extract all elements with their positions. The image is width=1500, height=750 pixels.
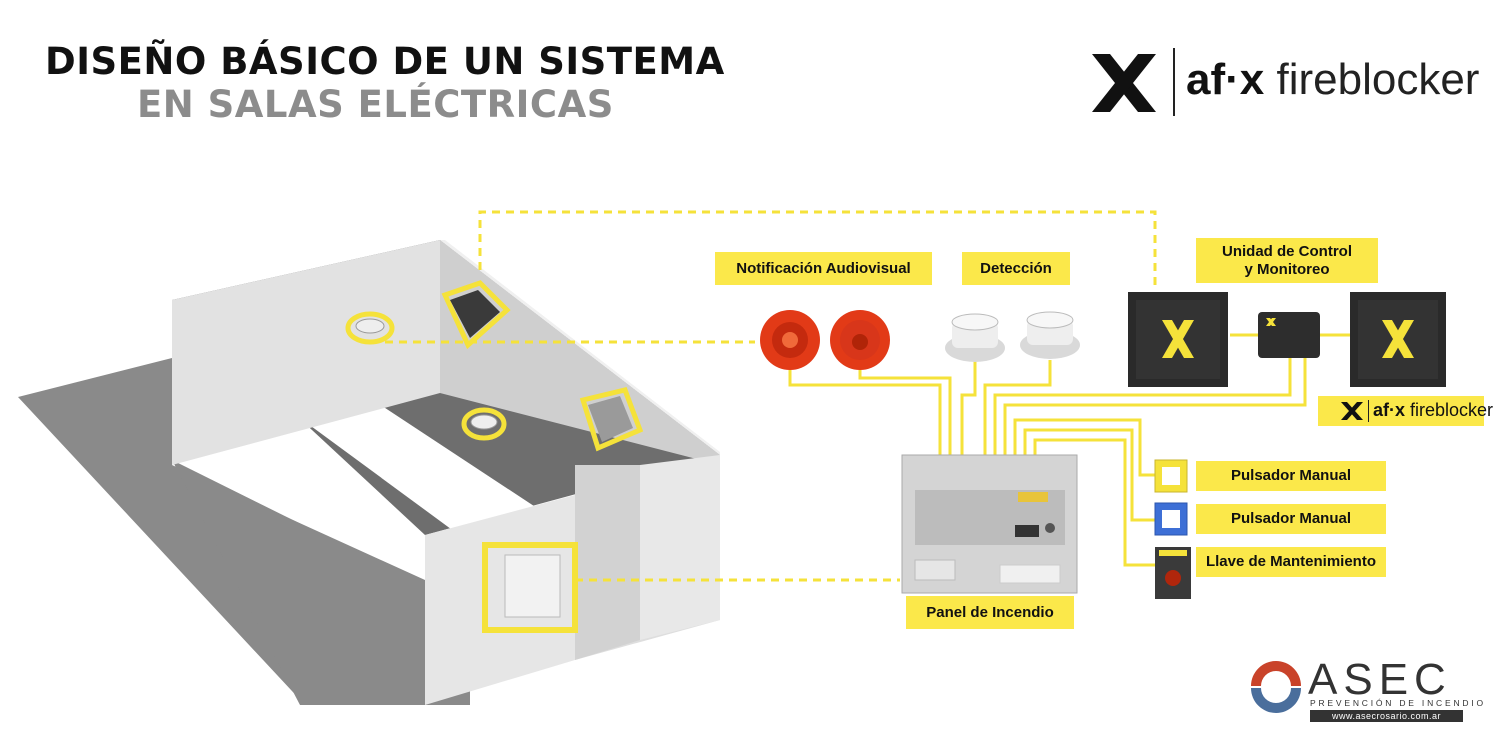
room-floor-opening — [300, 398, 540, 532]
smoke-detector-2 — [1020, 311, 1080, 359]
label-maintenance-key: Llave de Mantenimiento — [1196, 547, 1386, 577]
asec-url: www.asecrosario.com.ar — [1310, 710, 1463, 722]
control-unit — [1258, 312, 1320, 358]
label-fire-panel: Panel de Incendio — [906, 596, 1074, 629]
asec-name: ASEC — [1308, 655, 1452, 704]
label-manual-call-point-1: Pulsador Manual — [1196, 461, 1386, 491]
wire-manual-1 — [1013, 418, 1155, 477]
siren-1 — [760, 310, 820, 370]
room-detector-1 — [345, 311, 395, 345]
wire-siren-1 — [788, 365, 942, 455]
siren-2 — [830, 310, 890, 370]
label-manual-call-point-2: Pulsador Manual — [1196, 504, 1386, 534]
wire-siren-2 — [858, 365, 952, 455]
brand-name: af·x fireblocker — [1186, 55, 1480, 104]
page-title-line1: DISEÑO BÁSICO DE UN SISTEMA — [45, 40, 725, 83]
label-notification: Notificación Audiovisual — [715, 252, 932, 285]
room-fireblocker-2 — [579, 387, 644, 452]
brand-divider — [1173, 48, 1175, 116]
fireblocker-unit-2 — [1350, 292, 1446, 387]
wire-detector-2 — [983, 360, 1052, 455]
wire-detector-1 — [960, 360, 977, 455]
mini-x-logo-icon — [1341, 402, 1363, 420]
wire-maintenance — [1033, 438, 1155, 567]
asec-logo-icon — [1251, 661, 1301, 713]
manual-call-point-blue — [1154, 502, 1188, 536]
wire-manual-2 — [1023, 428, 1155, 522]
room-detector-2 — [461, 407, 507, 441]
mini-brand-name: af·x fireblocker — [1373, 400, 1494, 420]
fire-panel — [901, 454, 1078, 594]
dashed-wire-top — [478, 210, 1157, 290]
room-fireblocker-1 — [441, 280, 511, 350]
fireblocker-unit-1 — [1128, 292, 1228, 387]
asec-tagline: PREVENCIÓN DE INCENDIO — [1310, 698, 1486, 708]
page-title-line2: EN SALAS ELÉCTRICAS — [137, 83, 614, 126]
manual-call-point-yellow — [1154, 459, 1188, 493]
mini-brand-badge — [1318, 396, 1484, 426]
wire-control — [993, 340, 1292, 455]
x-logo-icon — [1092, 54, 1156, 112]
mini-brand-divider — [1368, 400, 1369, 422]
room-back-wall — [172, 240, 440, 465]
room-panel-marker — [482, 542, 578, 633]
label-detection: Detección — [962, 252, 1070, 285]
smoke-detector-1 — [945, 313, 1005, 362]
maintenance-key-switch — [1155, 547, 1191, 599]
